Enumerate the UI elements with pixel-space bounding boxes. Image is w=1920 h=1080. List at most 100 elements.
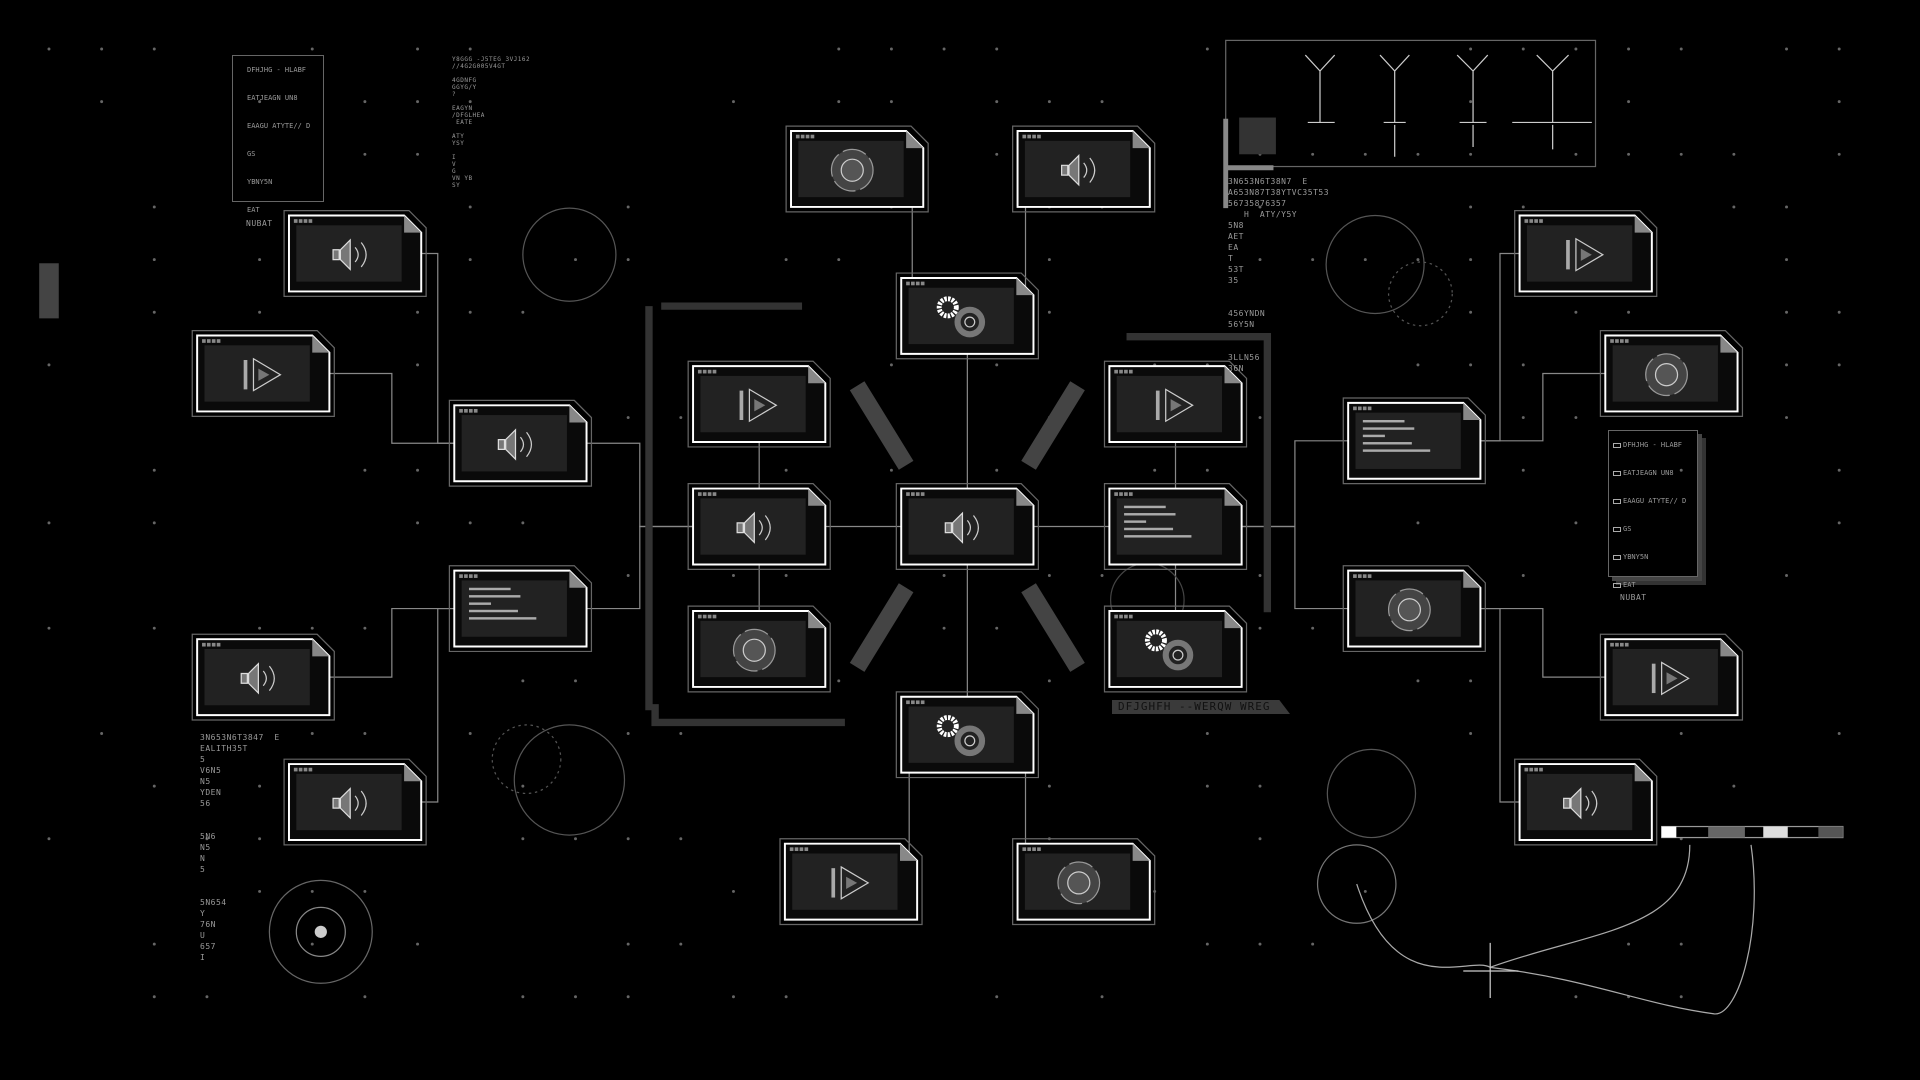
node-card[interactable] bbox=[1104, 361, 1246, 447]
node-card[interactable] bbox=[896, 692, 1038, 778]
menu-item[interactable]: DFHJHG - HLABF bbox=[1609, 431, 1697, 459]
grid-dot bbox=[1574, 416, 1577, 419]
grid-dot bbox=[100, 732, 103, 735]
menu-item[interactable]: YBNY5N bbox=[1609, 543, 1697, 571]
grid-dot bbox=[627, 995, 630, 998]
node-card[interactable] bbox=[192, 331, 334, 417]
grid-dot bbox=[1101, 574, 1104, 577]
grid-dot bbox=[1469, 258, 1472, 261]
node-card[interactable] bbox=[688, 606, 830, 692]
node-card[interactable] bbox=[1013, 839, 1155, 925]
grid-dot bbox=[627, 416, 630, 419]
menu-item[interactable]: EATJEAGN UN8 bbox=[233, 84, 323, 112]
text-line bbox=[469, 595, 520, 597]
grid-dot bbox=[1469, 100, 1472, 103]
node-card[interactable] bbox=[1104, 606, 1246, 692]
node-card[interactable] bbox=[1343, 566, 1485, 652]
card-corner bbox=[1016, 489, 1033, 506]
grid-dot bbox=[732, 890, 735, 893]
menu-item[interactable]: GS bbox=[1609, 515, 1697, 543]
grid-dot bbox=[469, 205, 472, 208]
grid-dot bbox=[1574, 311, 1577, 314]
card-dots bbox=[1022, 847, 1026, 851]
card-dots bbox=[916, 492, 920, 496]
grid-dot bbox=[627, 732, 630, 735]
node-card[interactable] bbox=[688, 484, 830, 570]
menu-item[interactable]: EATJEAGN UN8 bbox=[1609, 459, 1697, 487]
node-card[interactable] bbox=[786, 126, 928, 212]
card-corner bbox=[312, 336, 329, 353]
card-dots bbox=[1524, 219, 1528, 223]
grid-dot bbox=[837, 258, 840, 261]
card-dots bbox=[916, 282, 920, 286]
card-dots bbox=[1363, 574, 1367, 578]
grid-dot bbox=[363, 469, 366, 472]
node-card[interactable] bbox=[284, 759, 426, 845]
grid-dot bbox=[1206, 785, 1209, 788]
card-dots bbox=[474, 574, 478, 578]
card-corner bbox=[404, 216, 421, 233]
node-card[interactable] bbox=[688, 361, 830, 447]
card-dots bbox=[294, 768, 298, 772]
grid-dot bbox=[785, 469, 788, 472]
grid-dot bbox=[153, 627, 156, 630]
card-dots bbox=[474, 409, 478, 413]
node-card[interactable] bbox=[896, 273, 1038, 359]
grid-dot bbox=[1469, 363, 1472, 366]
grid-dot bbox=[363, 995, 366, 998]
grid-dot bbox=[153, 205, 156, 208]
grid-dot bbox=[627, 574, 630, 577]
menu-item[interactable]: EAAGU ATYTE// D bbox=[1609, 487, 1697, 515]
card-dots bbox=[1032, 135, 1036, 139]
grid-dot bbox=[153, 258, 156, 261]
card-dots bbox=[911, 700, 915, 704]
node-card[interactable] bbox=[1343, 398, 1485, 484]
menu-item[interactable]: GS bbox=[233, 140, 323, 168]
node-card[interactable] bbox=[1600, 331, 1742, 417]
grid-dot bbox=[1838, 363, 1841, 366]
grid-dot bbox=[785, 574, 788, 577]
card-corner bbox=[1463, 571, 1480, 588]
node-card[interactable] bbox=[1515, 759, 1657, 845]
node-card[interactable] bbox=[896, 484, 1038, 570]
node-card[interactable] bbox=[1515, 211, 1657, 297]
node-card[interactable] bbox=[192, 634, 334, 720]
node-card[interactable] bbox=[780, 839, 922, 925]
node-card[interactable] bbox=[449, 400, 591, 486]
node-card[interactable] bbox=[1600, 634, 1742, 720]
grid-dot bbox=[1522, 416, 1525, 419]
menu-item[interactable]: YBNY5N bbox=[233, 168, 323, 196]
play-bar bbox=[244, 360, 248, 389]
grid-dot bbox=[1416, 363, 1419, 366]
grid-dot bbox=[1627, 153, 1630, 156]
grid-dot bbox=[890, 469, 893, 472]
card-dots bbox=[459, 574, 463, 578]
grid-dot bbox=[521, 837, 524, 840]
card-dots bbox=[916, 700, 920, 704]
grid-dot bbox=[1259, 574, 1262, 577]
card-dots bbox=[1037, 135, 1041, 139]
grid-dot bbox=[1048, 679, 1051, 682]
grid-dot bbox=[627, 943, 630, 946]
grid-dot bbox=[1206, 732, 1209, 735]
grid-dot bbox=[363, 153, 366, 156]
status-banner: DFJGHFH --WERQW WREG bbox=[1112, 700, 1290, 714]
grid-dot bbox=[1469, 205, 1472, 208]
grid-dot bbox=[311, 732, 314, 735]
card-dots bbox=[911, 492, 915, 496]
card-dots bbox=[1368, 407, 1372, 411]
node-card[interactable] bbox=[1013, 126, 1155, 212]
node-card[interactable] bbox=[1104, 484, 1246, 570]
card-dots bbox=[1539, 768, 1543, 772]
grid-dot bbox=[995, 627, 998, 630]
menu-item[interactable]: EAAGU ATYTE// D bbox=[233, 112, 323, 140]
grid-dot bbox=[1680, 48, 1683, 51]
menu-item[interactable]: DFHJHG - HLABF bbox=[233, 56, 323, 84]
grid-dot bbox=[1838, 100, 1841, 103]
node-card[interactable] bbox=[449, 566, 591, 652]
grid-dot bbox=[153, 311, 156, 314]
grid-dot bbox=[627, 205, 630, 208]
grid-dot bbox=[1311, 943, 1314, 946]
grid-dot bbox=[679, 943, 682, 946]
card-dots bbox=[906, 282, 910, 286]
